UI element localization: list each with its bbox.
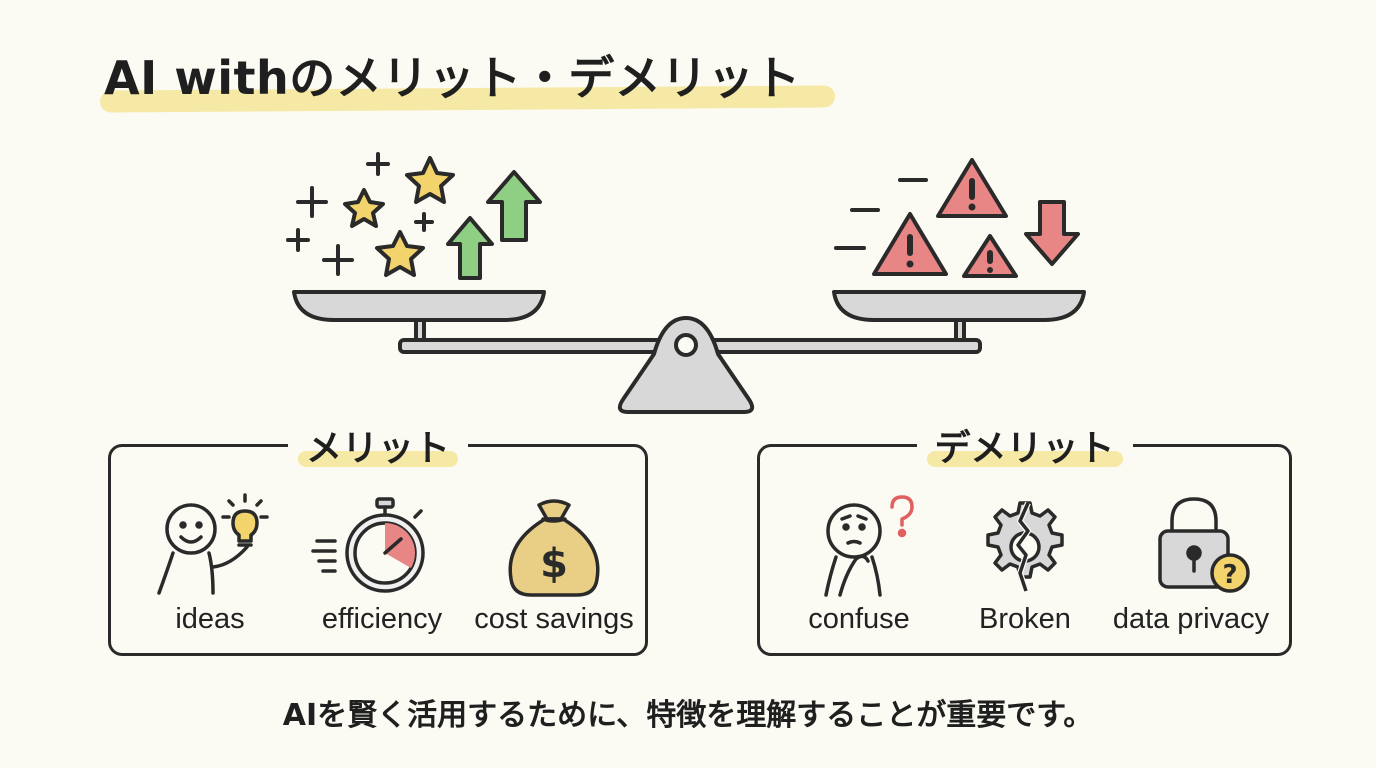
merits-panel: メリット ideas	[108, 419, 648, 656]
broken-gear-icon	[986, 501, 1064, 592]
balance-scale	[286, 152, 1086, 414]
warning-icon	[872, 158, 1018, 278]
down-arrow-icon	[1024, 200, 1080, 266]
page-title: AI withのメリット・デメリット	[104, 51, 801, 105]
confused-person-icon	[824, 495, 914, 597]
demerits-panel: デメリット confuse	[757, 419, 1292, 656]
merits-heading: メリット	[287, 419, 469, 471]
merit-label: cost savings	[474, 603, 634, 635]
merit-item-cost-savings: $ cost savings	[469, 491, 639, 641]
demerits-heading: デメリット	[916, 419, 1133, 471]
demerit-item-broken: Broken	[940, 491, 1110, 641]
merit-label: ideas	[175, 603, 245, 635]
star-icon	[343, 156, 455, 277]
plus-icon	[286, 152, 434, 276]
demerit-item-confuse: confuse	[774, 491, 944, 641]
money-bag-icon: $	[508, 499, 600, 597]
question-mark-glyph: ?	[1222, 560, 1237, 590]
person-lightbulb-icon	[157, 493, 269, 595]
dollar-sign-glyph: $	[540, 541, 568, 587]
footer-caption: AIを賢く活用するために、特徴を理解することが重要です。	[282, 698, 1094, 733]
demerit-label: data privacy	[1112, 603, 1270, 635]
stopwatch-icon	[311, 497, 425, 593]
demerit-item-data-privacy: ? data privacy	[1106, 491, 1276, 641]
demerit-label: confuse	[808, 603, 910, 635]
minus-icon	[834, 178, 928, 250]
merit-item-ideas: ideas	[125, 491, 295, 641]
title-area: AI withのメリット・デメリット	[99, 38, 840, 118]
padlock-question-icon: ?	[1158, 497, 1250, 593]
demerit-label: Broken	[979, 603, 1071, 635]
up-arrow-icon	[446, 170, 542, 280]
merit-item-efficiency: efficiency	[297, 491, 467, 641]
merit-label: efficiency	[321, 603, 443, 635]
